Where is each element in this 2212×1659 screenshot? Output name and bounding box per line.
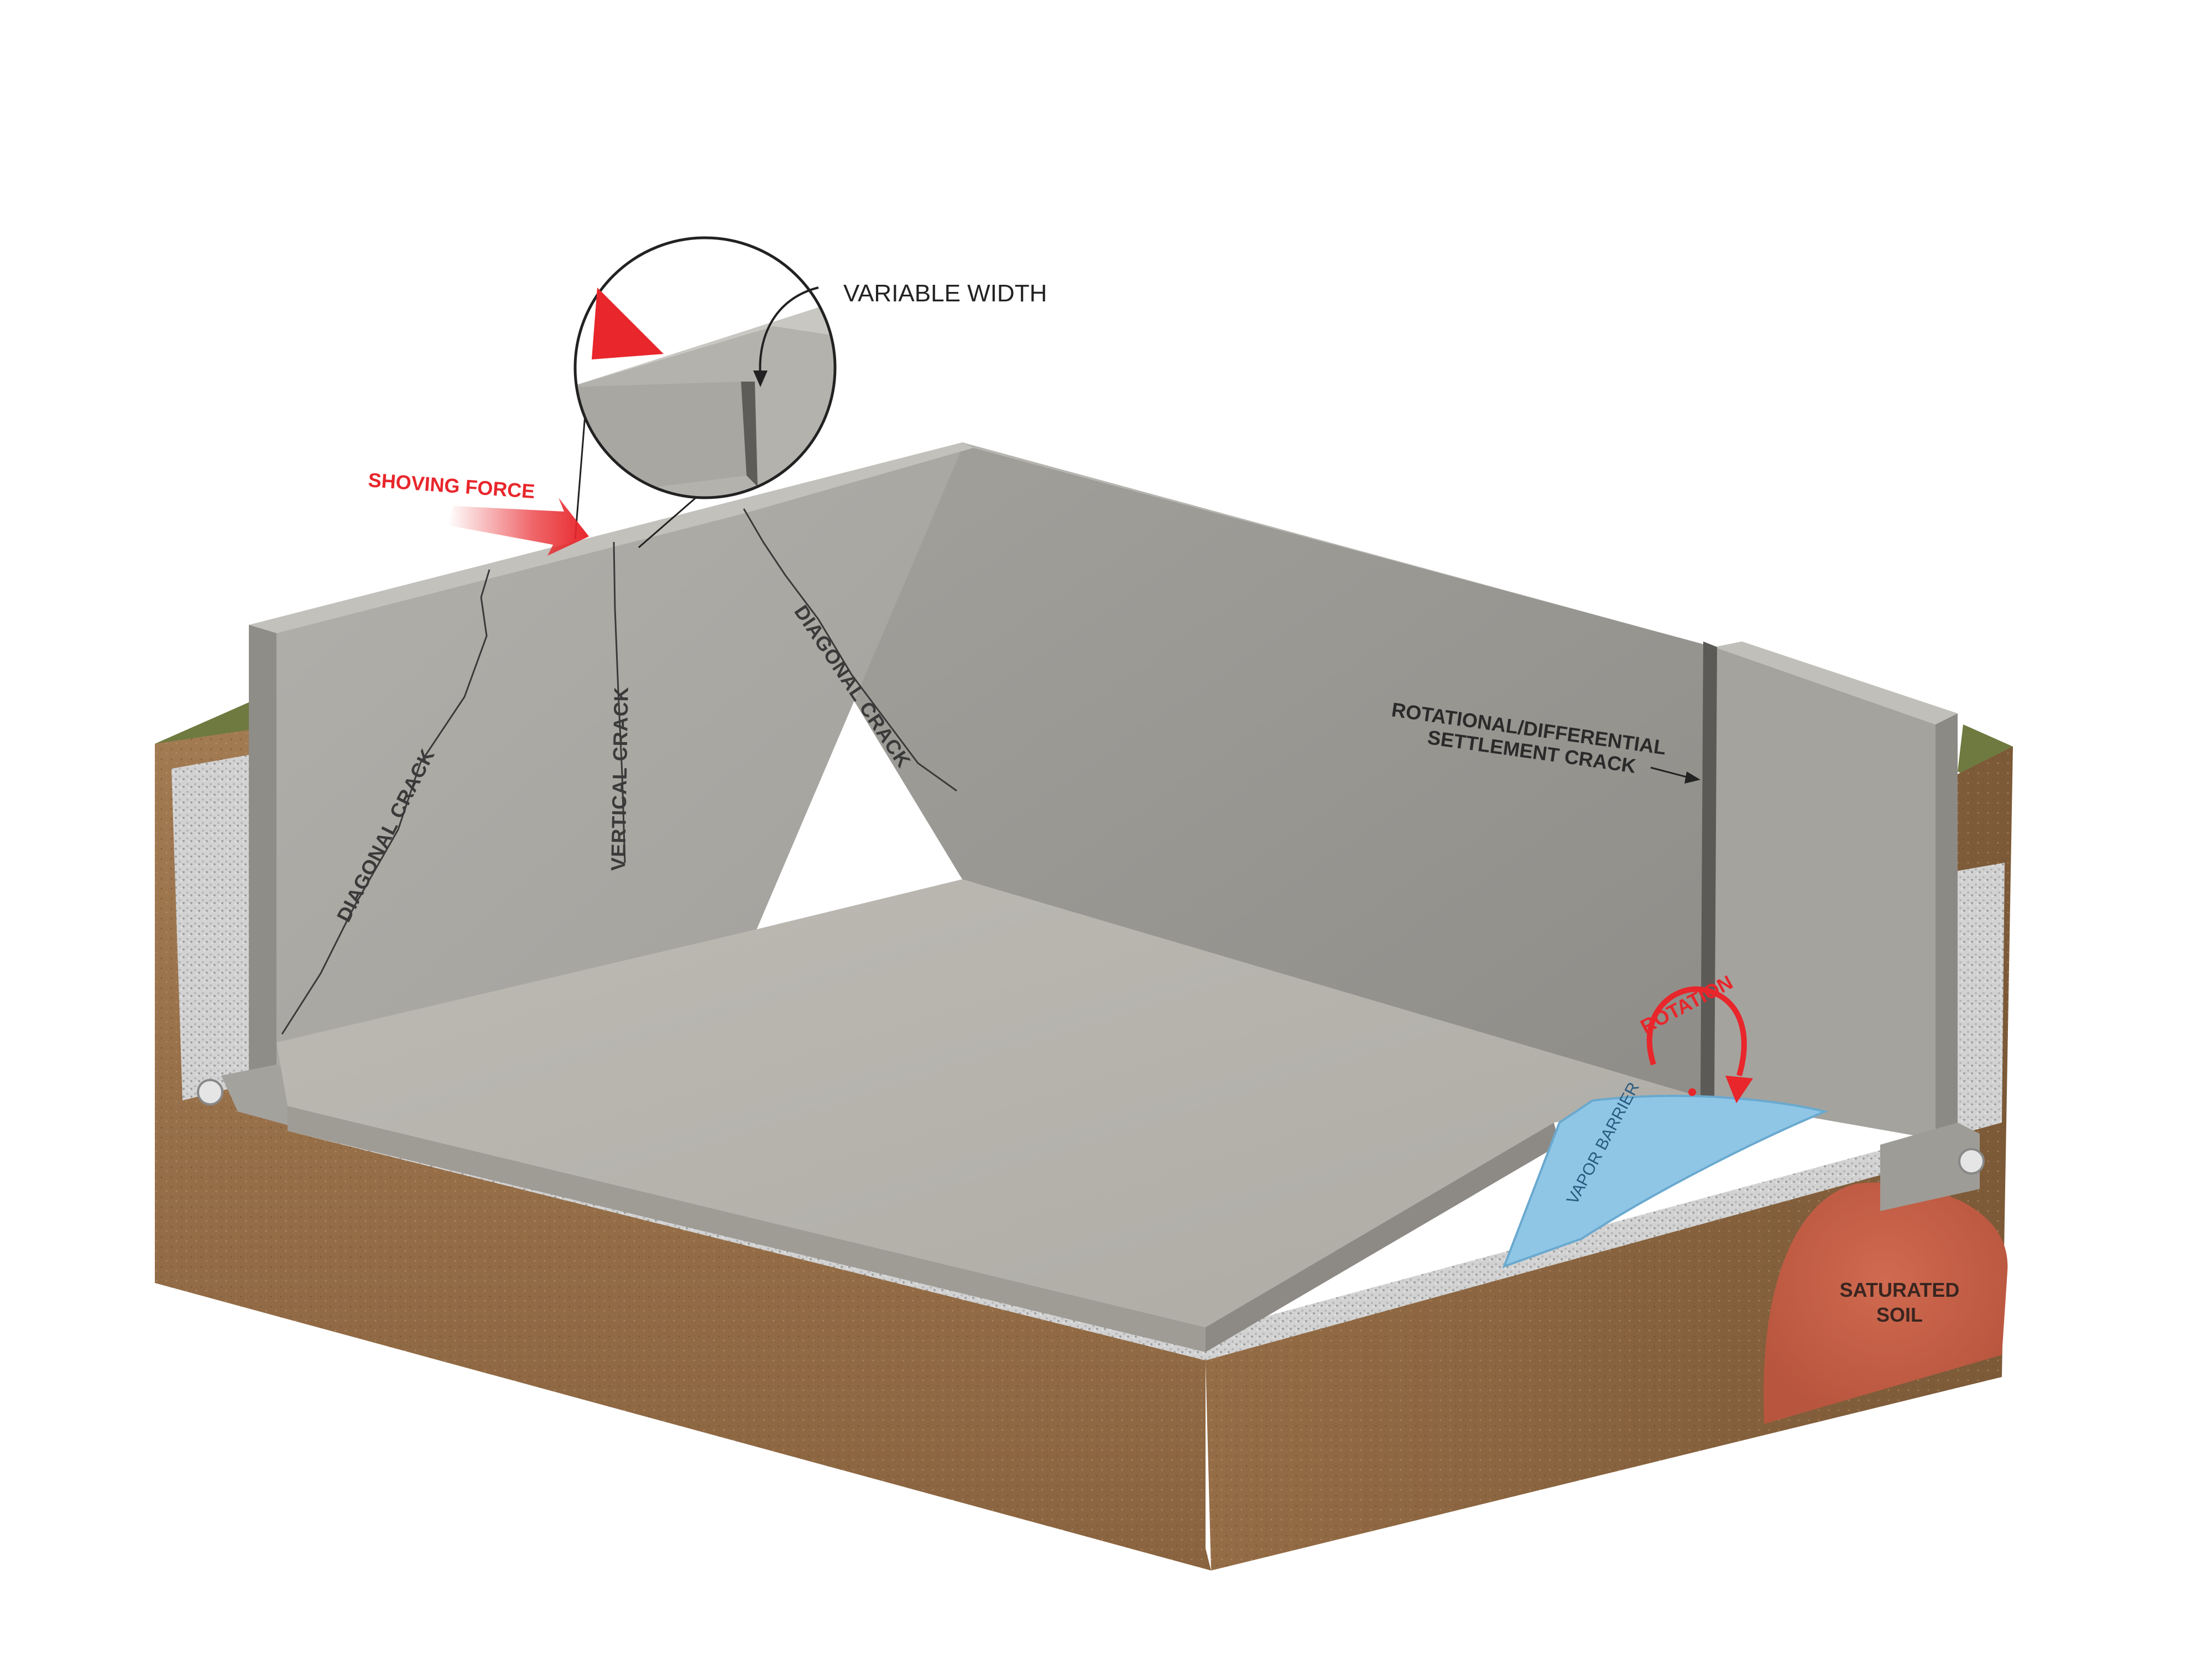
shoving-force-label: SHOVING FORCE <box>367 468 535 503</box>
magnifier-callout <box>573 236 837 549</box>
gravel-base-right <box>1206 1150 1880 1360</box>
right-wall-top <box>1714 641 1958 724</box>
magnifier-ring <box>573 236 837 499</box>
right-footing <box>1880 1123 1980 1211</box>
right-wall-end <box>1936 713 1958 1139</box>
vapor-barrier <box>1502 1094 1829 1269</box>
saturated-soil-label-line2: SOIL <box>1876 1303 1923 1326</box>
floor-slab <box>276 879 1703 1327</box>
shoving-force-arrow <box>448 498 589 556</box>
rotation-pivot <box>1688 1088 1696 1096</box>
back-wall <box>741 442 1703 1106</box>
variable-width-arrow <box>759 286 819 377</box>
vertical-crack-line <box>613 541 626 863</box>
left-footing <box>221 1065 299 1128</box>
crack-lines <box>281 508 957 1035</box>
rotation-arrow <box>1646 986 1747 1077</box>
left-wall <box>249 448 962 1084</box>
floor-slab-right-edge <box>1206 1123 1559 1352</box>
variable-width-label: VARIABLE WIDTH <box>843 280 1047 307</box>
right-drain-pipe <box>1958 1148 1985 1175</box>
left-wall-end <box>249 625 276 1084</box>
floor-slab-front-edge <box>288 1106 1206 1352</box>
settlement-crack-gap <box>1700 641 1717 1100</box>
settlement-arrow-head <box>1684 771 1700 784</box>
saturated-soil-zone <box>1764 1182 2008 1424</box>
saturated-soil-label-line1: SATURATED <box>1840 1279 1960 1301</box>
left-wall-top <box>249 442 973 633</box>
gravel-backfill-left <box>171 755 249 1100</box>
vertical-crack-label: VERTICAL CRACK <box>607 686 633 871</box>
diagonal-crack-left-line <box>281 569 491 1035</box>
diagonal-crack-right-line <box>743 508 957 792</box>
force-wedge-icon <box>592 288 664 359</box>
left-drain-pipe <box>197 1079 223 1105</box>
right-wall <box>1714 647 1936 1139</box>
